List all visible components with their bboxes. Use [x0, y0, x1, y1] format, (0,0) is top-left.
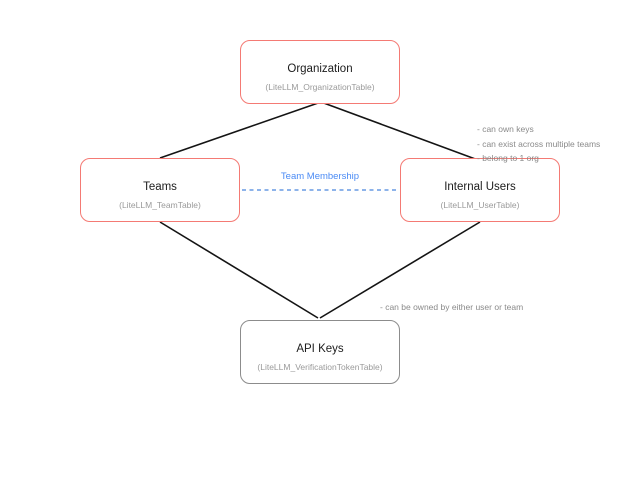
- node-api-keys-subtitle: (LiteLLM_VerificationTokenTable): [257, 362, 383, 372]
- edge-organization-internal-users: [320, 101, 479, 161]
- internal-users-note: - can own keys: [477, 124, 534, 134]
- edge-teams-api-keys: [159, 221, 319, 319]
- team-membership-label: Team Membership: [280, 171, 360, 182]
- node-teams-subtitle: (LiteLLM_TeamTable): [119, 200, 201, 210]
- node-organization-title: Organization: [287, 63, 353, 75]
- api-keys-note: - can be owned by either user or team: [380, 302, 524, 312]
- internal-users-notes: - can own keys - can exist across multip…: [477, 122, 600, 166]
- node-organization-subtitle: (LiteLLM_OrganizationTable): [265, 82, 375, 92]
- node-api-keys: API Keys (LiteLLM_VerificationTokenTable…: [240, 320, 400, 384]
- node-internal-users: Internal Users (LiteLLM_UserTable): [400, 158, 560, 222]
- internal-users-note: - belong to 1 org: [477, 153, 539, 163]
- node-teams: Teams (LiteLLM_TeamTable): [80, 158, 240, 222]
- node-api-keys-title: API Keys: [296, 343, 344, 355]
- edge-organization-teams: [159, 101, 322, 159]
- edge-internal-users-api-keys: [319, 221, 481, 319]
- node-internal-users-subtitle: (LiteLLM_UserTable): [440, 200, 520, 210]
- node-organization: Organization (LiteLLM_OrganizationTable): [240, 40, 400, 104]
- node-internal-users-title: Internal Users: [444, 181, 516, 193]
- internal-users-note: - can exist across multiple teams: [477, 138, 601, 149]
- node-teams-title: Teams: [143, 181, 177, 193]
